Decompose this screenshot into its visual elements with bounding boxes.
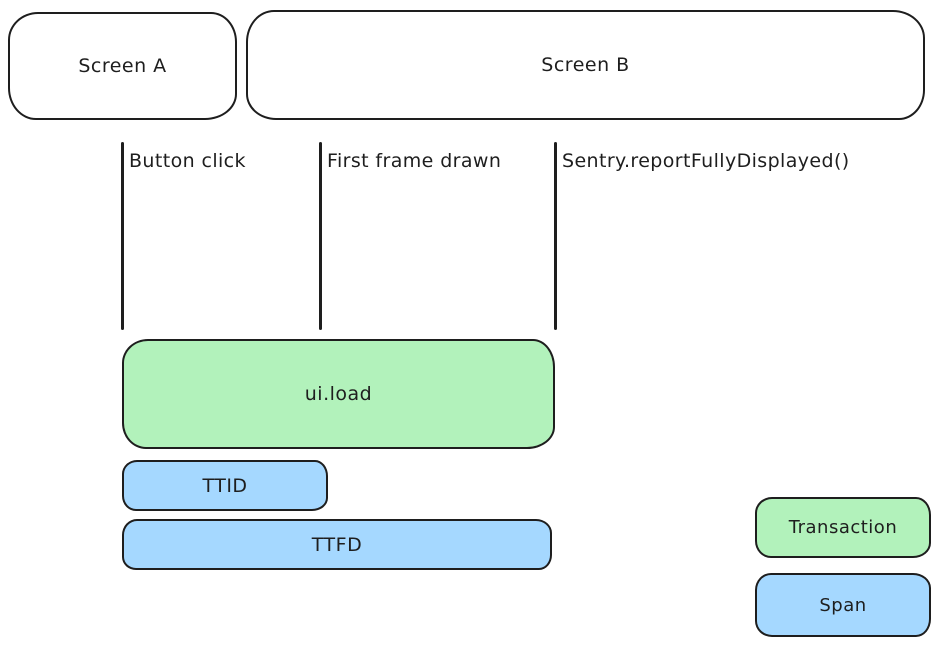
ttid-span-bar: TTID	[122, 460, 328, 511]
ttid-label: TTID	[202, 474, 248, 497]
ui-load-transaction-bar: ui.load	[122, 339, 555, 449]
event-label: First frame drawn	[327, 150, 502, 172]
event-line	[121, 142, 124, 330]
legend-span-label: Span	[819, 594, 867, 616]
screen-b-label: Screen B	[541, 54, 630, 76]
screen-a-box: Screen A	[8, 12, 237, 120]
screen-b-box: Screen B	[246, 10, 925, 120]
ui-load-label: ui.load	[304, 383, 373, 405]
screen-a-label: Screen A	[78, 55, 167, 77]
event-label: Sentry.reportFullyDisplayed()	[562, 150, 850, 172]
event-line	[554, 142, 557, 330]
legend-span: Span	[755, 573, 931, 637]
ttfd-label: TTFD	[311, 533, 363, 556]
event-line	[319, 142, 322, 330]
legend-transaction-label: Transaction	[788, 517, 898, 538]
legend-transaction: Transaction	[755, 497, 931, 558]
event-label: Button click	[129, 150, 246, 172]
ttfd-span-bar: TTFD	[122, 519, 552, 570]
